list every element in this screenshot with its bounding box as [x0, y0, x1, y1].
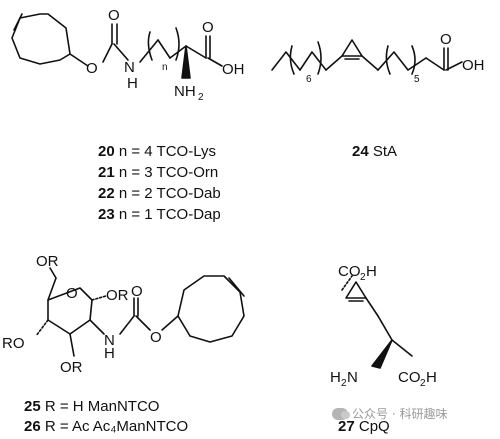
atom-h2n: H	[330, 369, 341, 386]
caption-26: 26 R = Ac Ac₄ManNTCO	[24, 418, 189, 435]
wechat-icon	[332, 407, 350, 420]
atom-nh-man-h: H	[104, 345, 115, 362]
atom-co2h-sub: 2	[360, 272, 366, 283]
caption-27: 27 CpQ	[338, 418, 390, 435]
atom-labels: O O N H n O OH NH 2 6 5 O OH OR O OR RO …	[2, 7, 485, 389]
caption-20: 20 n = 4 TCO-Lys	[98, 143, 216, 160]
atom-o-ring: O	[66, 285, 78, 302]
caption-22: 22 n = 2 TCO-Dab	[98, 185, 221, 202]
atom-or-anomeric: OR	[106, 287, 129, 304]
atom-h2n-n: N	[347, 369, 358, 386]
atom-co2h-bottom-sub: 2	[420, 378, 426, 389]
atom-h: H	[127, 75, 138, 92]
label-sub-6: 6	[306, 74, 312, 85]
atom-o-ester-man: O	[150, 329, 162, 346]
atom-nh-man: N	[104, 332, 115, 349]
watermark: 公众号 · 科研趣味	[332, 405, 447, 422]
atom-h2n-sub: 2	[341, 378, 347, 389]
atom-o-carbonyl-man: O	[131, 283, 143, 300]
tco-double-bond-20	[13, 13, 23, 31]
atom-o: O	[86, 60, 98, 77]
atom-co2h-h: H	[366, 263, 377, 280]
caption-24: 24 StA	[352, 143, 398, 160]
atom-co2h-bottom-h: H	[426, 369, 437, 386]
cyclopropene-glutamine-structure	[341, 275, 413, 369]
tco-ring-20	[11, 13, 71, 65]
atom-o-sta: O	[440, 31, 452, 48]
caption-21: 21 n = 3 TCO-Orn	[98, 164, 219, 181]
atom-co2h-bottom: CO	[398, 369, 421, 386]
atom-oh-sta: OH	[462, 57, 485, 74]
label-sub-5: 5	[414, 74, 420, 85]
caption-25: 25 R = H ManNTCO	[24, 398, 160, 415]
atom-n: N	[124, 59, 135, 76]
mannosamine-tco-structure	[35, 267, 245, 357]
atom-or-bottom: OR	[60, 359, 83, 376]
atom-or-top: OR	[36, 253, 59, 270]
tco-lysine-structure	[11, 13, 223, 79]
atom-oh: OH	[222, 61, 245, 78]
sterculic-acid-structure	[271, 39, 463, 75]
watermark-text: 公众号 · 科研趣味	[352, 407, 448, 421]
caption-23: 23 n = 1 TCO-Dap	[98, 206, 221, 223]
atom-o-carbonyl: O	[108, 7, 120, 24]
atom-o-acid: O	[202, 19, 214, 36]
atom-nh2: NH	[174, 83, 196, 100]
atom-ro-left: RO	[2, 335, 25, 352]
atom-nh2-sub: 2	[198, 92, 204, 103]
label-n-repeat: n	[162, 62, 168, 73]
atom-co2h: CO	[338, 263, 361, 280]
